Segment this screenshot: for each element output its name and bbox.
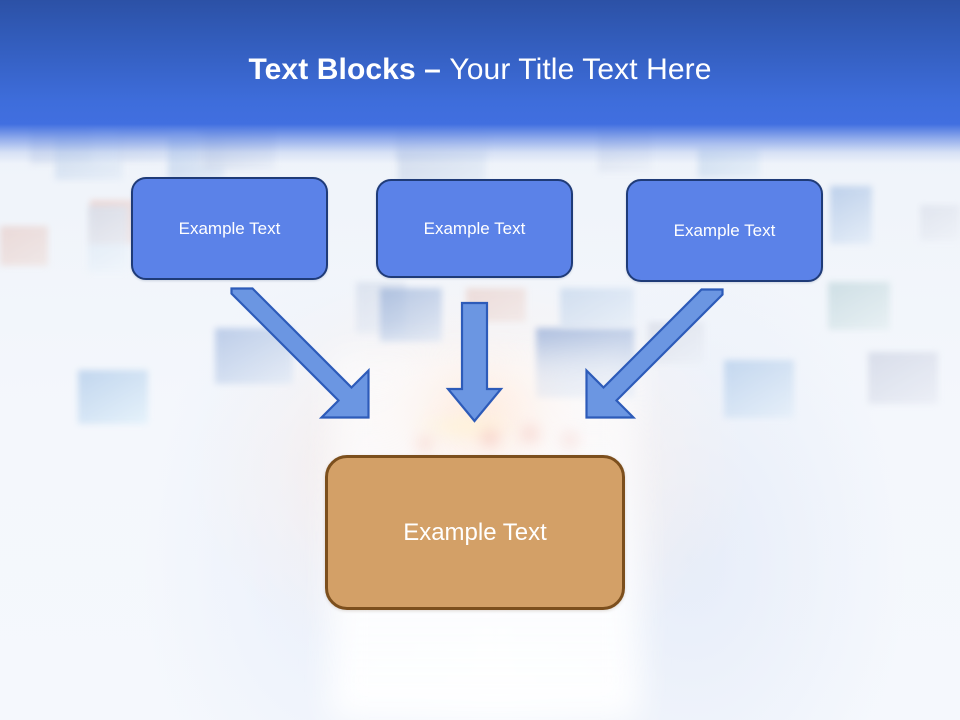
thumb-soccer-kid — [78, 370, 148, 424]
page-title-bold: Text Blocks — [248, 53, 416, 86]
thumb-reach-sky — [830, 186, 872, 244]
thumb-faint-right — [920, 205, 960, 241]
text-block-1[interactable]: Example Text — [131, 177, 328, 280]
text-block-3-label: Example Text — [673, 220, 776, 240]
arrow-center-vertical-shape — [445, 301, 504, 423]
arrow-right-diagonal-shape — [585, 288, 724, 419]
thumb-field-blue — [560, 288, 634, 328]
page-title: Text Blocks – Your Title Text Here — [0, 52, 960, 88]
text-block-2[interactable]: Example Text — [376, 179, 573, 278]
thumb-night-lights — [380, 288, 442, 342]
thumb-left-red — [0, 226, 48, 266]
thumb-grey-right — [868, 352, 938, 404]
text-block-result-label: Example Text — [403, 518, 547, 546]
page-title-dash: – — [415, 53, 450, 86]
arrow-left-diagonal-shape — [230, 287, 370, 419]
header-gradient-fade — [0, 124, 960, 170]
text-block-1-label: Example Text — [178, 218, 281, 238]
header-banner — [0, 0, 960, 124]
thumb-climber — [724, 360, 794, 418]
text-block-2-label: Example Text — [423, 218, 526, 238]
text-block-result[interactable]: Example Text — [325, 455, 625, 610]
thumb-runner — [88, 206, 128, 272]
text-block-3[interactable]: Example Text — [626, 179, 823, 282]
page-title-light: Your Title Text Here — [449, 53, 712, 86]
thumb-teal — [828, 282, 890, 330]
